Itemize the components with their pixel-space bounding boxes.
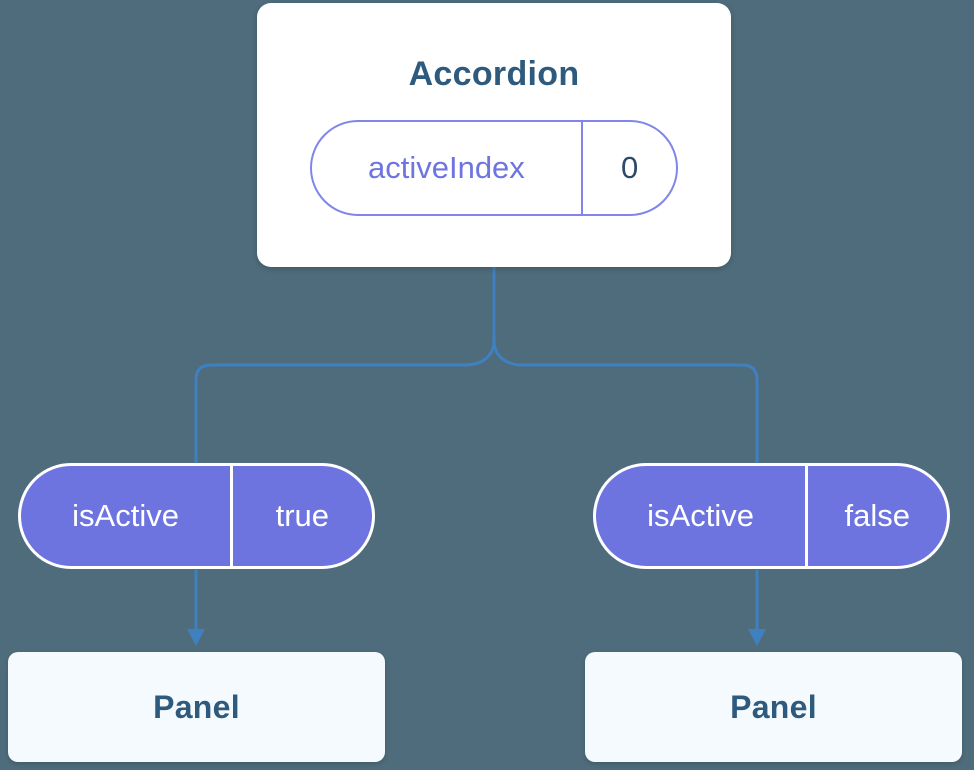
prop-value: true	[275, 498, 329, 533]
state-name: activeIndex	[367, 149, 525, 185]
accordion-node-title: Accordion	[408, 54, 580, 93]
panel-node-right: Panel	[585, 652, 962, 762]
panel-node-label: Panel	[153, 688, 240, 725]
arrow-right	[748, 569, 766, 646]
panel-node-label: Panel	[730, 688, 817, 725]
arrow-left	[187, 569, 205, 646]
pill-divider	[805, 466, 808, 566]
prop-value: false	[844, 498, 911, 533]
activeindex-state-pill: activeIndex 0	[310, 119, 678, 216]
connector-root-to-right-child	[492, 266, 759, 464]
pill-divider	[230, 466, 233, 566]
prop-name: isActive	[72, 498, 179, 533]
prop-name: isActive	[647, 498, 754, 533]
isactive-prop-pill-right: isActive false	[593, 463, 950, 569]
pill-divider	[580, 121, 584, 214]
panel-node-left: Panel	[8, 652, 385, 762]
state-value: 0	[621, 149, 639, 185]
accordion-node: Accordion activeIndex 0	[257, 3, 731, 267]
arrow-down-icon	[748, 629, 766, 646]
isactive-prop-pill-left: isActive true	[18, 463, 375, 569]
connector-root-to-left-child	[194, 266, 496, 464]
arrow-down-icon	[187, 629, 205, 646]
